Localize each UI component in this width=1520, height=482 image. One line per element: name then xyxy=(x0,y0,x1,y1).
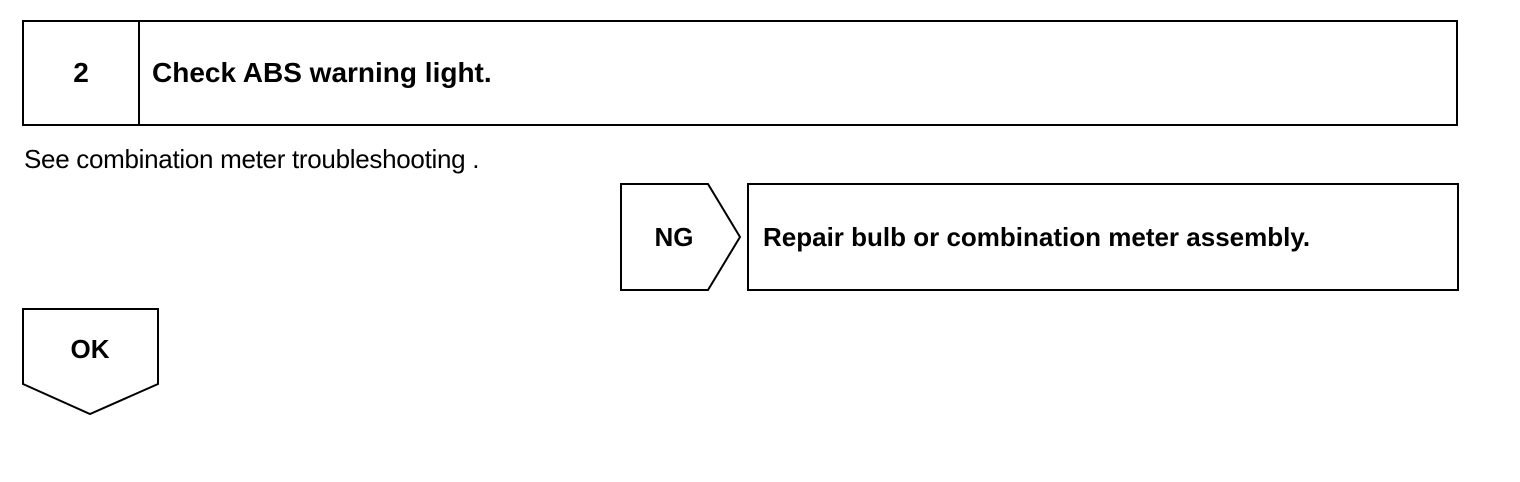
step-title: Check ABS warning light. xyxy=(152,57,492,88)
step-number: 2 xyxy=(24,22,140,124)
ok-arrow-shape xyxy=(22,308,159,416)
step-header: 2 Check ABS warning light. xyxy=(22,20,1458,126)
ok-label: OK xyxy=(70,333,110,364)
ng-arrow-shape xyxy=(620,183,742,291)
ng-label: NG xyxy=(654,221,694,252)
ng-action-box: Repair bulb or combination meter assembl… xyxy=(747,183,1459,291)
troubleshooting-note: See combination meter troubleshooting . xyxy=(24,144,480,174)
